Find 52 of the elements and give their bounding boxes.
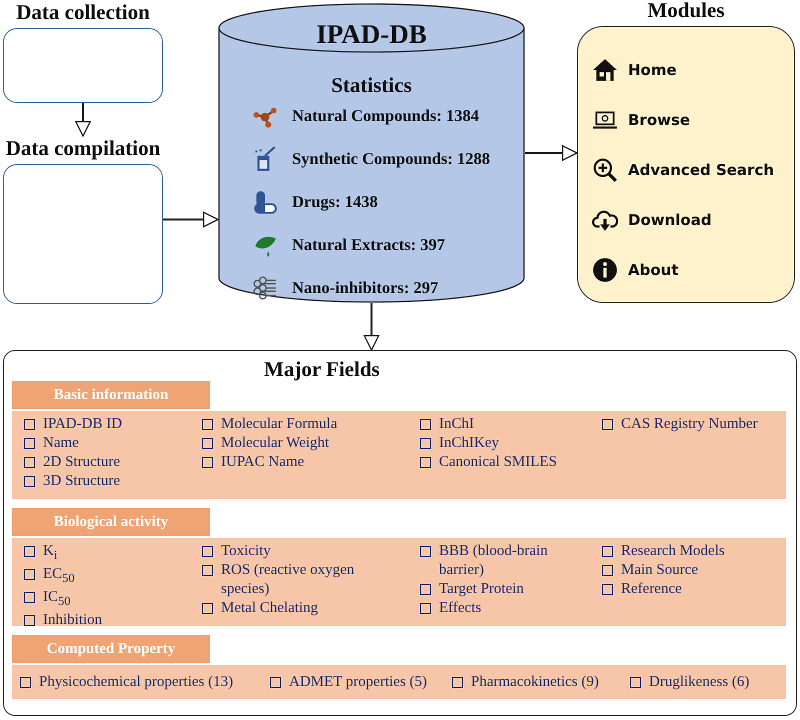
field-name: Druglikeness (6) (649, 673, 750, 692)
database-title: IPAD-DB (315, 19, 428, 50)
field-name: CAS Registry Number (621, 415, 758, 434)
field-name: InChIKey (439, 434, 499, 453)
arrow (75, 103, 91, 137)
arrow (364, 303, 380, 351)
section-tab: Basic information (12, 381, 210, 409)
field-name: ROS (reactive oxygen species) (221, 561, 356, 599)
section-heading: Data compilation (6, 136, 160, 161)
stats-heading: Statistics (330, 73, 413, 98)
section-tab: Biological activity (12, 508, 210, 536)
field-name: 2D Structure (43, 453, 120, 472)
module-name: About (628, 261, 679, 279)
module-name: Advanced Search (628, 161, 774, 179)
field-name: Name (43, 434, 79, 453)
field-name: Molecular Weight (221, 434, 330, 453)
statistic-text: Natural Compounds: 1384 (292, 106, 480, 126)
field-name: Target Protein (439, 580, 524, 599)
field-name: K$_{i}$ (43, 542, 58, 564)
field-name: ADMET properties (5) (289, 673, 428, 692)
rounded-frame (3, 350, 797, 716)
field-name: Reference (621, 580, 682, 599)
section-tab: Computed Property (12, 635, 210, 663)
field-name: Main Source (621, 561, 698, 580)
arrow (525, 145, 578, 161)
module-name: Browse (628, 111, 690, 129)
field-name: Metal Chelating (221, 599, 318, 618)
section-heading: Major Fields (264, 357, 380, 382)
field-name: Physicochemical properties (13) (39, 673, 234, 692)
field-name: Research Models (621, 542, 725, 561)
field-name: 3D Structure (43, 472, 120, 491)
field-name: Toxicity (221, 542, 271, 561)
arrow (163, 212, 219, 228)
field-name: IC$_{50}$ (43, 588, 70, 610)
module-name: Download (628, 211, 712, 229)
statistic-text: Drugs: 1438 (292, 192, 378, 212)
field-name: Molecular Formula (221, 415, 338, 434)
field-name: EC$_{50}$ (43, 565, 75, 587)
statistic-text: Nano-inhibitors: 297 (292, 278, 438, 298)
field-name: Pharmacokinetics (9) (471, 673, 599, 692)
section-heading: Modules (647, 0, 724, 23)
statistic-text: Natural Extracts: 397 (292, 235, 446, 255)
section-heading: Data collection (16, 0, 150, 25)
field-name: IUPAC Name (221, 453, 304, 472)
module-name: Home (628, 61, 677, 79)
field-name: Inhibition (43, 611, 102, 630)
field-name: BBB (blood-brain barrier) (439, 542, 549, 580)
field-name: IPAD-DB ID (43, 415, 122, 434)
field-name: InChI (439, 415, 474, 434)
statistic-text: Synthetic Compounds: 1288 (292, 149, 490, 169)
field-name: Canonical SMILES (439, 453, 557, 472)
field-name: Effects (439, 599, 482, 618)
